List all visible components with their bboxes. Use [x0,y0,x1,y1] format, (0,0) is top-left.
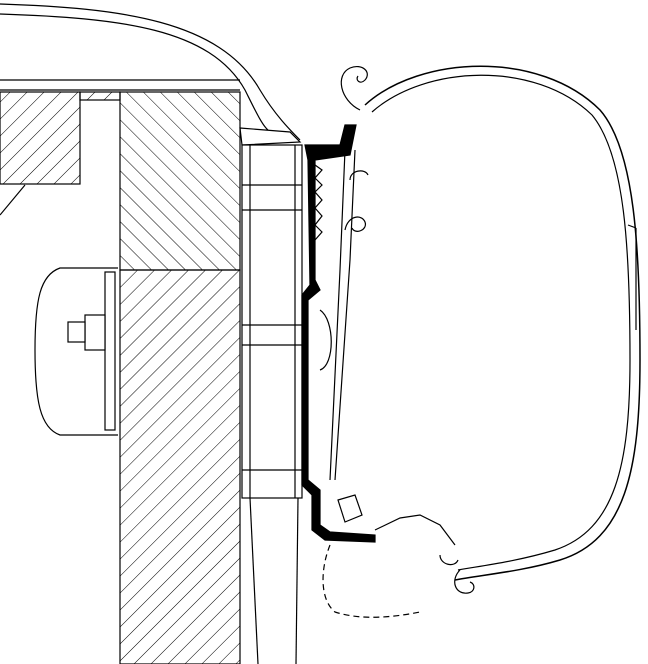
wall-surface-line [295,497,299,664]
adapter-profile [301,124,376,543]
cassette-seam [627,224,637,229]
bolt-nut [84,314,106,351]
rail-lines [329,149,356,481]
hatched-block-left [0,91,81,185]
profile-teeth [314,164,323,241]
vehicle-roof-inner [0,13,269,131]
wall-upper-hatched [119,91,241,271]
lower-hook [439,554,475,594]
wall-lamp [34,267,118,436]
upper-hook [340,66,368,111]
lamp-bracket [104,271,116,431]
profile-bulge [319,309,332,371]
bolt-shaft [67,321,86,343]
dashed-alternate-outline [322,544,421,618]
cutaway-line [0,184,26,216]
lower-rail [374,514,456,546]
wall-surface-line [249,497,259,664]
hatched-strip [79,91,121,101]
roof-trim [239,127,302,146]
rail-hook [344,170,369,232]
adapter-plate [241,144,303,499]
vehicle-roof-outline [0,3,301,141]
awning-cassette [364,65,641,581]
awning-cassette-inner [371,74,631,571]
wall-lower-hatched [119,269,241,664]
lower-fitting [337,494,363,523]
